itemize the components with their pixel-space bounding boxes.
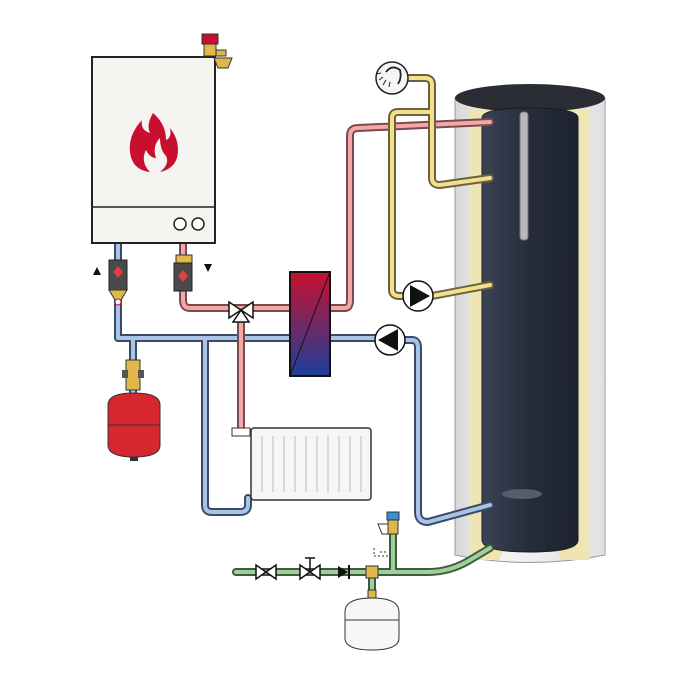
boiler-knob[interactable] [173, 217, 187, 231]
flame-icon [129, 113, 178, 172]
shutoff-valve[interactable] [255, 563, 277, 581]
return-pipes [114, 239, 494, 526]
flow-pipes [179, 118, 494, 434]
circulation-pump-heating[interactable] [374, 324, 406, 356]
radiator-valve[interactable] [231, 427, 251, 437]
heating-rod [519, 111, 529, 241]
storage-tank [454, 84, 606, 563]
expansion-vessel-heating [107, 359, 161, 461]
boiler-safety-valve [201, 33, 233, 69]
boiler-knob[interactable] [191, 217, 205, 231]
cold-water-pipes [232, 526, 494, 602]
shower-icon [375, 61, 409, 95]
arrow-up-icon [93, 267, 101, 275]
tank-safety-valve [373, 511, 400, 557]
circulation-pump-dhw[interactable] [402, 280, 434, 312]
arrow-down-icon [204, 264, 212, 272]
three-way-valve[interactable] [228, 300, 254, 323]
radiator [231, 427, 372, 501]
check-valve [338, 565, 350, 579]
tee-fitting [365, 565, 379, 579]
heat-exchanger [289, 271, 331, 377]
shutoff-valve[interactable] [299, 557, 321, 581]
expansion-vessel-dhw [344, 589, 400, 651]
boiler [91, 56, 216, 244]
pump-separator-return [108, 259, 128, 306]
pump-separator-flow [173, 254, 193, 292]
hot-water-pipes [388, 74, 494, 300]
